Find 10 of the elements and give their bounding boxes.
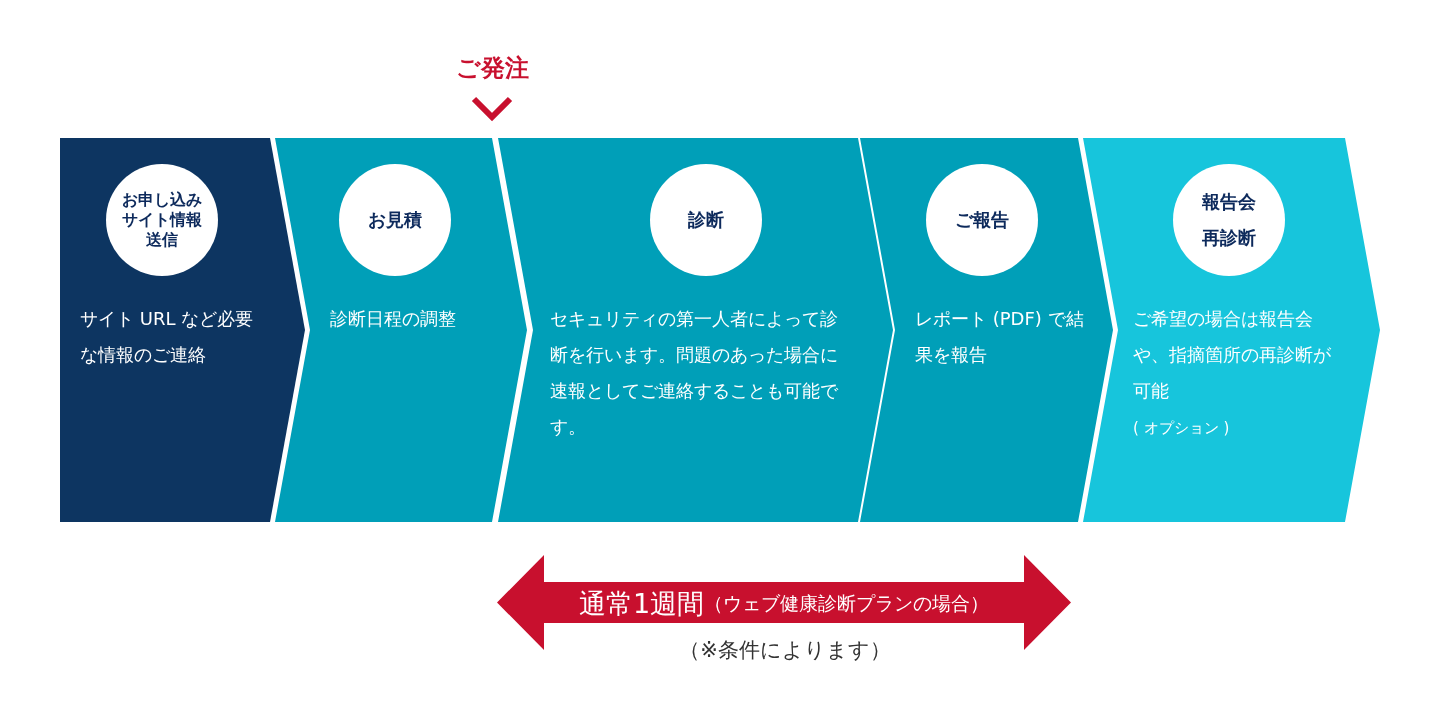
note-text: （※条件によります）	[678, 637, 892, 664]
step-description: セキュリティの第一人者によって診断を行います。問題のあった場合に速報としてご連絡することも可能です。	[550, 307, 839, 439]
step-description: レポート (PDF) で結果を報告	[915, 307, 1085, 367]
duration-text: 通常1週間	[578, 588, 705, 619]
step-description: ご希望の場合は報告会や、指摘箇所の再診断が可能	[1133, 307, 1332, 403]
plan-text: （ウェブ健康診断プランの場合）	[704, 592, 990, 614]
order-label: ご発注	[454, 53, 530, 84]
step-description: サイト URL など必要な情報のご連絡	[80, 307, 255, 367]
step-description: 診断日程の調整	[330, 307, 457, 331]
option-note: ( オプション )	[1133, 418, 1230, 438]
